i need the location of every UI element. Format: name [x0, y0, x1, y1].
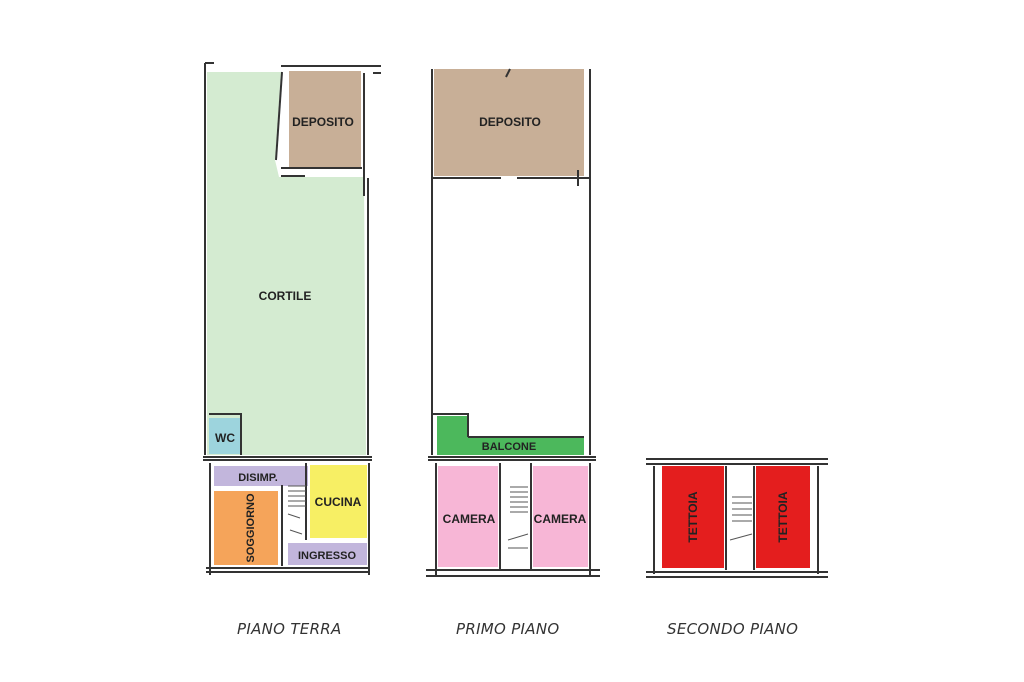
label-ingresso: INGRESSO	[298, 550, 357, 562]
label-deposito-terra: DEPOSITO	[292, 115, 354, 129]
walls-secondo	[646, 458, 828, 578]
label-soggiorno: SOGGIORNO	[245, 493, 257, 563]
room-disimp	[214, 466, 308, 486]
label-cucina: CUCINA	[315, 495, 362, 509]
label-disimp: DISIMP.	[238, 472, 278, 484]
label-camera-right: CAMERA	[534, 512, 587, 526]
room-ingresso	[288, 543, 367, 565]
room-soggiorno	[214, 491, 278, 565]
piano-terra-plan: DEPOSITO CORTILE WC DISIMP. CUCINA SOGGI…	[203, 62, 381, 575]
stairs-primo	[507, 486, 529, 549]
room-wc	[209, 418, 241, 454]
room-deposito-primo	[434, 69, 584, 176]
label-wc: WC	[215, 431, 235, 445]
floor-label-secondo-piano: SECONDO PIANO	[667, 620, 799, 638]
walls-primo	[426, 68, 600, 577]
primo-piano-plan: DEPOSITO BALCONE CAMERA CAMERA	[426, 68, 600, 577]
stairs-terra	[287, 485, 306, 535]
room-tettoia-left	[662, 466, 724, 568]
label-camera-left: CAMERA	[443, 512, 496, 526]
room-deposito-terra	[289, 71, 361, 168]
label-deposito-primo: DEPOSITO	[479, 115, 541, 129]
room-balcone	[437, 416, 584, 455]
walls-terra	[203, 62, 381, 575]
floor-label-piano-terra: PIANO TERRA	[237, 620, 342, 638]
label-tettoia-right: TETTOIA	[776, 491, 790, 542]
label-cortile: CORTILE	[259, 289, 312, 303]
floor-label-primo-piano: PRIMO PIANO	[456, 620, 560, 638]
room-tettoia-right	[756, 466, 810, 568]
room-cucina	[310, 465, 367, 538]
label-tettoia-left: TETTOIA	[686, 491, 700, 542]
secondo-piano-plan: TETTOIA TETTOIA	[646, 458, 828, 578]
room-camera-left	[438, 466, 498, 567]
label-balcone: BALCONE	[482, 441, 536, 453]
room-camera-right	[533, 466, 588, 567]
stairs-secondo	[729, 496, 753, 541]
room-cortile	[207, 72, 366, 455]
